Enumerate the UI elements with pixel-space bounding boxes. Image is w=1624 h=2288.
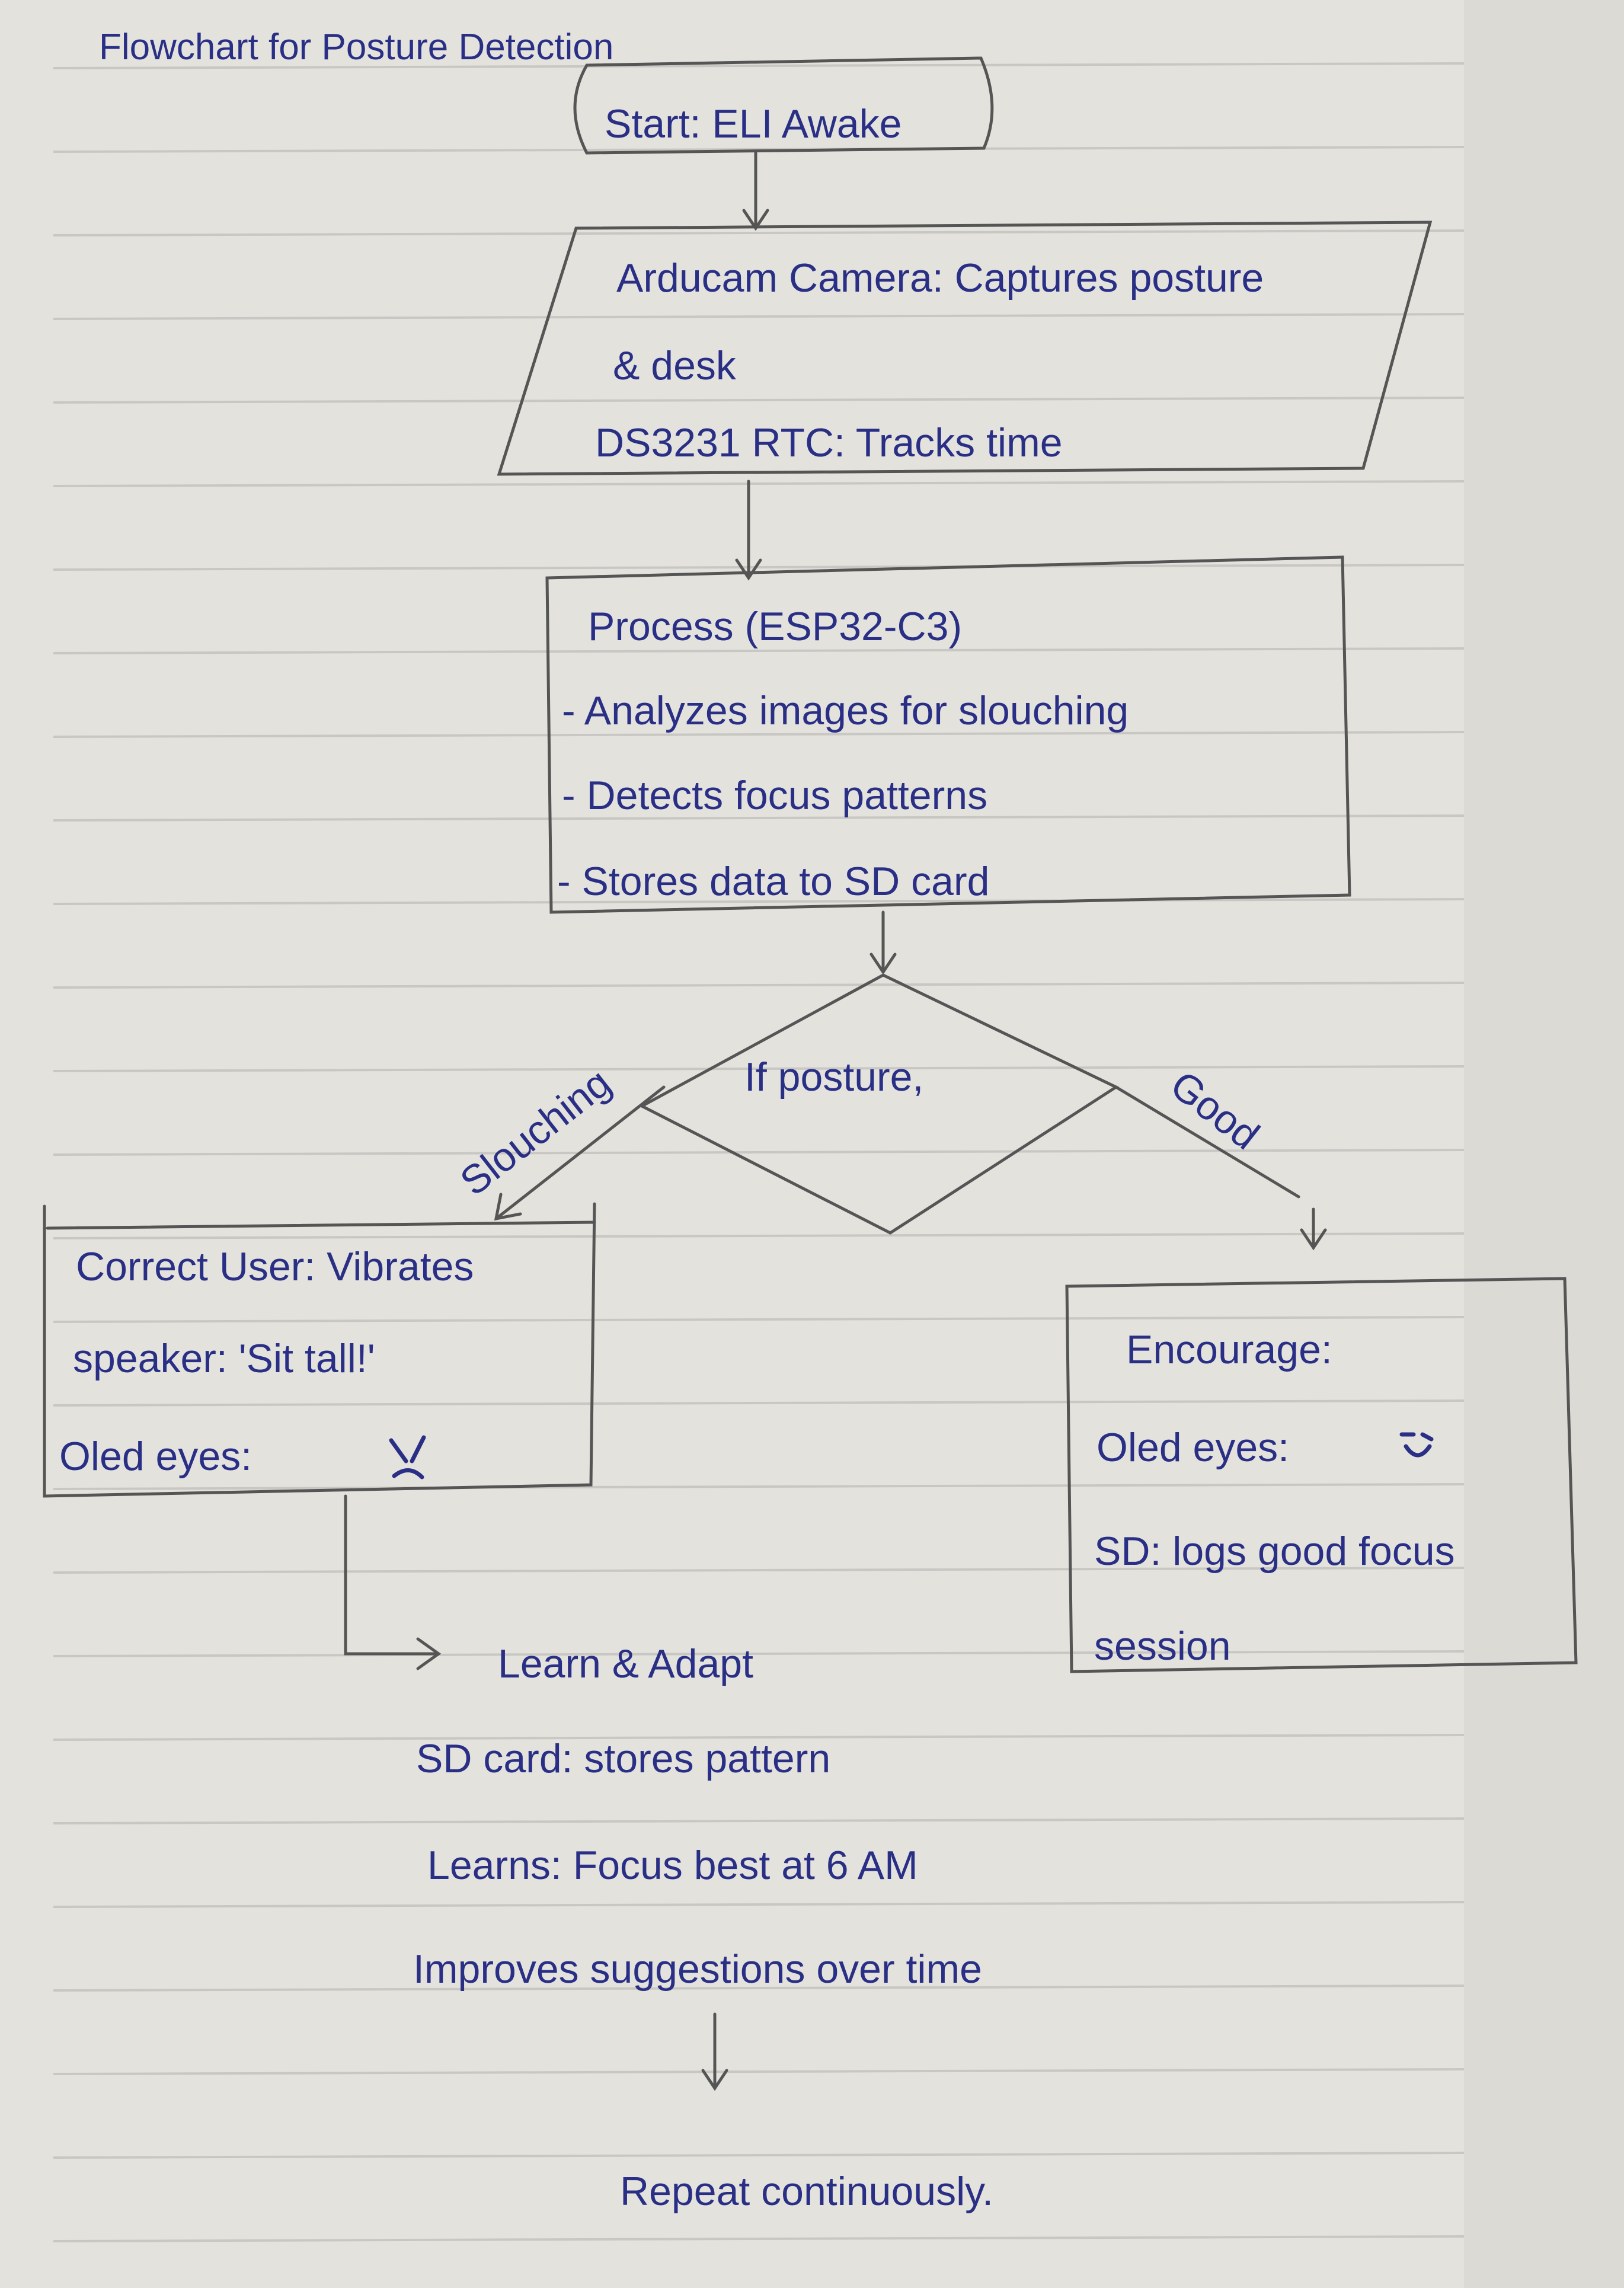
process-node: Process (ESP32-C3) - Analyzes images for… — [545, 555, 1351, 914]
encourage-line-1: Encourage: — [1126, 1327, 1332, 1372]
decision-label: If posture, — [744, 1054, 923, 1100]
ruled-line — [53, 898, 1465, 905]
process-line-1: Process (ESP32-C3) — [588, 604, 962, 649]
correct-line-1: Correct User: Vibrates — [76, 1244, 474, 1289]
ruled-line — [53, 2235, 1465, 2242]
ruled-line — [53, 62, 1465, 69]
happy-face-icon — [1399, 1432, 1434, 1458]
ruled-line — [53, 480, 1465, 487]
process-line-4: - Stores data to SD card — [557, 859, 989, 904]
next-page-edge — [1464, 0, 1624, 2288]
encourage-line-2: Oled eyes: — [1096, 1425, 1289, 1470]
ruled-line — [53, 146, 1465, 153]
repeat-label: Repeat continuously. — [620, 2169, 993, 2214]
correct-user-node: Correct User: Vibrates speaker: 'Sit tal… — [43, 1202, 596, 1498]
process-line-2: - Analyzes images for slouching — [562, 688, 1129, 733]
process-line-3: - Detects focus patterns — [562, 773, 987, 818]
decision-node: If posture, — [638, 973, 1120, 1235]
ruled-line — [53, 1232, 1465, 1239]
learn-line-4: Improves suggestions over time — [413, 1947, 982, 1992]
page-title: Flowchart for Posture Detection — [99, 27, 613, 68]
arrow-slouching — [494, 1085, 666, 1221]
input-line-3: DS3231 RTC: Tracks time — [595, 420, 1063, 465]
ruled-line — [53, 1650, 1465, 1657]
ruled-line — [53, 1149, 1465, 1156]
learn-line-1: Learn & Adapt — [498, 1641, 753, 1686]
arrow-good — [1114, 1085, 1327, 1251]
ruled-line — [53, 982, 1465, 989]
ruled-line — [53, 2068, 1465, 2075]
ruled-line — [53, 1483, 1465, 1490]
ruled-line — [53, 1734, 1465, 1741]
ruled-line — [53, 647, 1465, 654]
input-line-1: Arducam Camera: Captures posture — [616, 255, 1264, 301]
input-node: Arducam Camera: Captures posture & desk … — [497, 221, 1433, 476]
arrow-learn-to-repeat — [701, 2012, 728, 2091]
encourage-line-3: SD: logs good focus — [1094, 1529, 1455, 1574]
ruled-line — [53, 1316, 1465, 1323]
start-label: Start: ELI Awake — [605, 101, 901, 146]
ruled-line — [53, 229, 1465, 237]
ruled-line — [53, 2152, 1465, 2159]
ruled-line — [53, 1399, 1465, 1407]
ruled-line — [53, 397, 1465, 404]
ruled-line — [53, 814, 1465, 822]
ruled-line — [53, 564, 1465, 571]
start-node: Start: ELI Awake — [573, 56, 994, 155]
ruled-line — [53, 313, 1465, 320]
ruled-line — [53, 731, 1465, 738]
learn-adapt-node: Learn & Adapt SD card: stores pattern Le… — [413, 1641, 982, 1992]
correct-line-3: Oled eyes: — [59, 1434, 252, 1479]
ruled-line — [53, 1567, 1465, 1574]
learn-line-3: Learns: Focus best at 6 AM — [427, 1843, 918, 1888]
arrow-correct-to-learn — [344, 1494, 442, 1670]
encourage-line-4: session — [1094, 1624, 1231, 1669]
ruled-line — [53, 1065, 1465, 1072]
encourage-node: Encourage: Oled eyes: SD: logs good focu… — [1065, 1277, 1578, 1673]
ruled-line — [53, 1985, 1465, 1992]
arrow-process-to-decision — [869, 910, 897, 975]
ruled-lines — [53, 62, 1465, 2242]
angry-face-icon — [389, 1435, 426, 1479]
correct-line-2: speaker: 'Sit tall!' — [73, 1336, 375, 1381]
learn-line-2: SD card: stores pattern — [416, 1736, 830, 1781]
arrow-input-to-process — [735, 480, 762, 581]
input-line-2: & desk — [613, 343, 737, 388]
ruled-line — [53, 1901, 1465, 1908]
ruled-line — [53, 1817, 1465, 1824]
